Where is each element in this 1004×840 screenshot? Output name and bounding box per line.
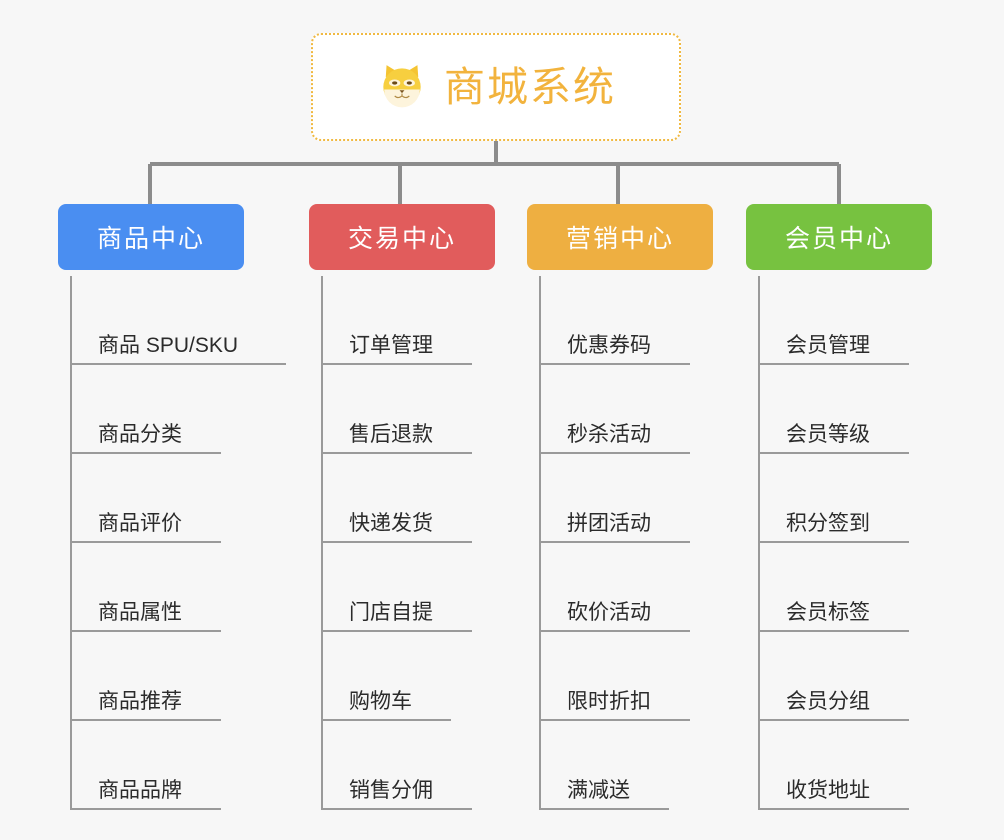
leaf-underline [321,363,472,365]
leaf-label: 商品品牌 [98,779,182,802]
leaf-label: 商品评价 [98,512,182,535]
branch-header-label: 交易中心 [347,225,456,253]
leaf-item[interactable]: 商品推荐 [70,632,244,721]
leaf-label: 订单管理 [349,334,433,357]
shiba-dog-face-icon [383,65,421,108]
leaf-label: 销售分佣 [349,779,433,802]
leaf-label: 积分签到 [786,512,870,535]
leaf-label: 满减送 [567,779,630,802]
branch-header-label: 会员中心 [784,225,893,253]
leaf-underline [539,630,690,632]
leaf-underline [70,541,221,543]
leaf-item[interactable]: 商品 SPU/SKU [70,276,286,365]
branch-header-label: 商品中心 [96,225,205,253]
leaf-underline [70,452,221,454]
leaf-underline [758,808,909,810]
leaf-underline [758,452,909,454]
branch-header-trade-center[interactable]: 交易中心 [309,204,495,270]
leaf-label: 秒杀活动 [567,423,651,446]
leaf-label: 商品 SPU/SKU [98,334,239,357]
leaf-label: 会员管理 [786,334,870,357]
leaf-underline [539,363,690,365]
leaf-item[interactable]: 快递发货 [321,454,495,543]
leaf-label: 收货地址 [786,779,870,802]
leaf-underline [539,452,690,454]
leaf-underline [758,719,909,721]
branch-column-1: 商品中心 商品 SPU/SKU 商品分类 商品评价 商品属性 [58,204,286,810]
leaf-item[interactable]: 商品评价 [70,454,244,543]
leaf-label: 商品推荐 [98,690,182,713]
branch-spine [321,276,323,810]
leaf-underline [539,719,690,721]
leaf-item[interactable]: 订单管理 [321,276,495,365]
leaf-item[interactable]: 积分签到 [758,454,932,543]
leaf-label: 快递发货 [349,512,433,535]
root-title: 商城系统 [444,63,616,110]
leaf-label: 售后退款 [349,423,433,446]
branch-column-2: 交易中心 订单管理 售后退款 快递发货 门店自提 [309,204,495,810]
leaf-label: 砍价活动 [567,601,651,624]
leaf-underline [321,719,451,721]
leaf-label: 会员分组 [786,690,870,713]
branch-spine [758,276,760,810]
leaf-underline [70,630,221,632]
branch-column-3: 营销中心 优惠券码 秒杀活动 拼团活动 砍价活动 [527,204,713,810]
leaf-item[interactable]: 限时折扣 [539,632,713,721]
leaf-label: 限时折扣 [567,690,651,713]
leaf-label: 会员等级 [786,423,870,446]
root-node[interactable]: 商城系统 [311,33,681,141]
branch-spine [539,276,541,810]
branch-items-3: 优惠券码 秒杀活动 拼团活动 砍价活动 限时折扣 [527,276,713,810]
branch-items-2: 订单管理 售后退款 快递发货 门店自提 购物车 [309,276,495,810]
leaf-item[interactable]: 门店自提 [321,543,495,632]
branch-items-1: 商品 SPU/SKU 商品分类 商品评价 商品属性 商品推荐 [58,276,286,810]
leaf-item[interactable]: 商品品牌 [70,721,244,810]
branch-column-4: 会员中心 会员管理 会员等级 积分签到 会员标签 [746,204,932,810]
leaf-underline [70,808,221,810]
leaf-item[interactable]: 会员标签 [758,543,932,632]
leaf-item[interactable]: 商品属性 [70,543,244,632]
leaf-underline [758,630,909,632]
leaf-item[interactable]: 优惠券码 [539,276,713,365]
leaf-underline [321,452,472,454]
leaf-label: 购物车 [349,690,412,713]
leaf-label: 会员标签 [786,601,870,624]
branch-items-4: 会员管理 会员等级 积分签到 会员标签 会员分组 [746,276,932,810]
leaf-item[interactable]: 会员分组 [758,632,932,721]
branch-header-product-center[interactable]: 商品中心 [58,204,244,270]
leaf-label: 拼团活动 [567,512,651,535]
leaf-underline [758,363,909,365]
leaf-underline [539,541,690,543]
leaf-underline [70,719,221,721]
leaf-label: 门店自提 [349,601,433,624]
branch-spine [70,276,72,810]
leaf-item[interactable]: 满减送 [539,721,713,810]
branch-header-label: 营销中心 [565,225,674,253]
leaf-item[interactable]: 会员等级 [758,365,932,454]
leaf-underline [321,630,472,632]
leaf-label: 商品属性 [98,601,182,624]
leaf-item[interactable]: 商品分类 [70,365,244,454]
leaf-underline [70,363,286,365]
leaf-item[interactable]: 会员管理 [758,276,932,365]
leaf-item[interactable]: 销售分佣 [321,721,495,810]
leaf-item[interactable]: 拼团活动 [539,454,713,543]
leaf-underline [321,541,472,543]
leaf-underline [321,808,472,810]
leaf-item[interactable]: 售后退款 [321,365,495,454]
branch-header-member-center[interactable]: 会员中心 [746,204,932,270]
leaf-underline [758,541,909,543]
branch-header-marketing-center[interactable]: 营销中心 [527,204,713,270]
leaf-underline [539,808,669,810]
leaf-item[interactable]: 秒杀活动 [539,365,713,454]
leaf-item[interactable]: 收货地址 [758,721,932,810]
leaf-label: 优惠券码 [567,334,651,357]
leaf-label: 商品分类 [98,423,182,446]
leaf-item[interactable]: 购物车 [321,632,495,721]
leaf-item[interactable]: 砍价活动 [539,543,713,632]
